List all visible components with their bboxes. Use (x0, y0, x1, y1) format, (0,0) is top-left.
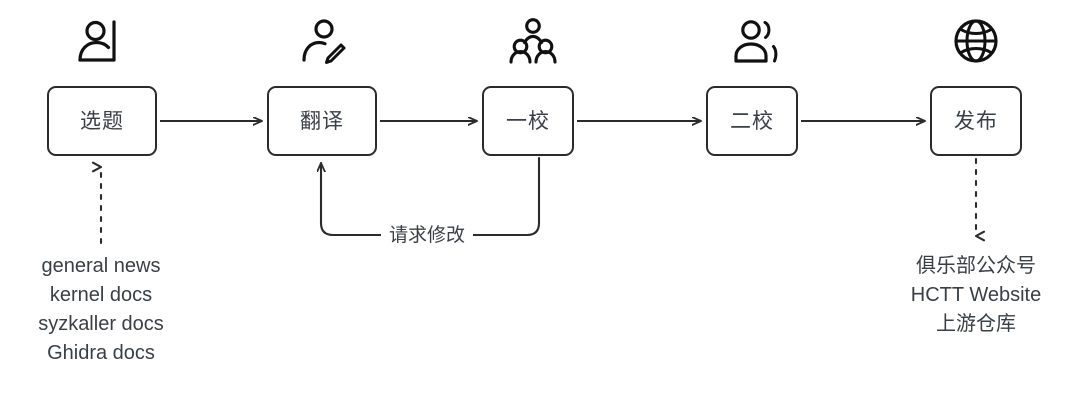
icon-group-three-people (508, 16, 558, 66)
node-proofread-second-label: 二校 (730, 109, 774, 133)
two-people-icon (734, 20, 778, 63)
node-proofread-first-label: 一校 (506, 109, 550, 133)
revision-loop-label: 请求修改 (381, 226, 474, 245)
sources-item: general news (41, 255, 161, 277)
sources-item: Ghidra docs (47, 342, 155, 364)
node-proofread-second[interactable]: 二校 (706, 86, 798, 156)
outputs-item: 俱乐部公众号 (916, 255, 1036, 277)
person-raising-hand-icon (78, 20, 116, 62)
node-topic[interactable]: 选题 (47, 86, 157, 156)
icon-person-edit (295, 14, 349, 68)
icon-person-raising-hand (74, 14, 128, 68)
node-proofread-first[interactable]: 一校 (482, 86, 574, 156)
sources-item: syzkaller docs (38, 313, 164, 335)
icon-two-people (730, 16, 782, 66)
icon-globe (952, 16, 1000, 66)
person-edit-icon (302, 19, 346, 64)
node-publish-label: 发布 (954, 109, 998, 133)
node-translate-label: 翻译 (300, 109, 344, 133)
sources-item: kernel docs (49, 284, 153, 306)
outputs-item: HCTT Website (910, 284, 1042, 306)
outputs-item: 上游仓库 (936, 313, 1016, 335)
globe-icon (954, 19, 998, 63)
node-translate[interactable]: 翻译 (267, 86, 377, 156)
sources-list: general news kernel docs syzkaller docs … (11, 252, 191, 368)
node-publish[interactable]: 发布 (930, 86, 1022, 156)
group-three-people-icon (509, 18, 557, 64)
node-topic-label: 选题 (80, 109, 124, 133)
outputs-list: 俱乐部公众号 HCTT Website 上游仓库 (886, 252, 1066, 339)
edge-revision-loop (321, 156, 541, 237)
